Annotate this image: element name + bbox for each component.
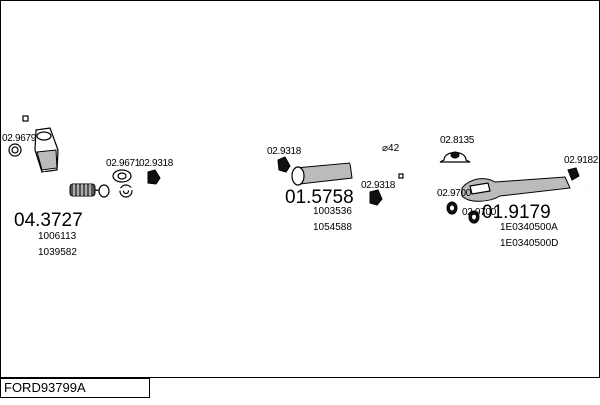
muffler-icon[interactable] <box>291 146 398 186</box>
part-label: 02.8135 <box>440 135 475 146</box>
part-label: 02.9671 <box>106 158 141 169</box>
part-label: 02.9182 <box>564 155 599 166</box>
ref-number: 1054588 <box>313 222 352 233</box>
pipe-diameter-note: ⌀42 <box>382 143 400 154</box>
section-number-rear: 01.9179 <box>482 202 551 223</box>
ref-number: 1039582 <box>38 247 77 258</box>
gasket-icon[interactable] <box>8 143 22 157</box>
ref-number: 1E0340500D <box>500 238 558 249</box>
part-label: 02.9318 <box>361 180 396 191</box>
ref-number: 1003536 <box>313 206 352 217</box>
rubber-hanger-icon[interactable] <box>567 167 580 181</box>
catalytic-converter-icon[interactable] <box>22 115 110 198</box>
ref-number: 1E0340500A <box>500 222 558 233</box>
rubber-hanger-icon[interactable] <box>446 201 480 224</box>
rubber-hanger-icon[interactable] <box>147 169 161 185</box>
ref-number: 1006113 <box>38 231 77 242</box>
part-label: 02.9700 <box>462 207 497 218</box>
part-label: 02.9318 <box>139 158 174 169</box>
part-label: 02.9679 <box>2 133 37 144</box>
part-label: 02.9318 <box>267 146 302 157</box>
section-number-front: 04.3727 <box>14 210 83 231</box>
clamp-icon[interactable] <box>439 151 471 163</box>
section-number-middle: 01.5758 <box>285 187 354 208</box>
rubber-hanger-icon[interactable] <box>369 189 383 206</box>
intermediate-pipe[interactable] <box>109 186 291 213</box>
rubber-hanger-icon[interactable] <box>277 156 291 173</box>
diagram-title: FORD93799A <box>0 378 150 398</box>
muffler-icon[interactable] <box>461 176 593 202</box>
pipe-end-marker <box>398 173 404 179</box>
part-label: 02.9700 <box>437 188 472 199</box>
clamp-icon[interactable] <box>112 169 133 198</box>
